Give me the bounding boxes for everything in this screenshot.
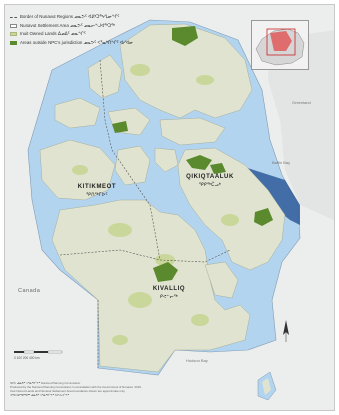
region-label-qikiqtaaluk: QIKIQTAALUK ᕿᑭᖅᑖᓗᒃ xyxy=(178,174,242,188)
legend-row-mpa: Areas outside NPC's jurisdiction ᓄᓇᕗᑦ ᐸᕐ… xyxy=(10,39,160,48)
settlement-swatch xyxy=(10,23,17,28)
scale-bar-graphic xyxy=(14,350,63,354)
region-syllabics: ᕿᑭᖅᑖᓗᒃ xyxy=(198,182,222,187)
credit-line: Inuit Owned Lands and Nunavut Settlement… xyxy=(10,389,126,393)
region-label-kitikmeot: KITIKMEOT ᕿᑎᖅᒥᐅᑦ xyxy=(68,184,126,198)
credit-line: Produced by the Nunavut Planning Commiss… xyxy=(10,385,142,389)
region-borders xyxy=(59,59,231,368)
devon-island xyxy=(159,117,226,146)
baffin-island xyxy=(177,147,286,271)
parry-islands xyxy=(54,97,101,129)
scale-bar: 0 100 200 400 km xyxy=(14,356,40,360)
legend-label: Border of Nunavut Regions ᓄᓇᕗᑦ ᐊᕕᒃᑐᖅᓯᒪᓂᖏ… xyxy=(20,14,120,20)
sea-label-b: Hudson Bay xyxy=(186,358,208,363)
credit-line: NPC ᓄᓇᕗᑦ ᐸᕐᓇᒃᑎᖏᑦ Nunavut Planning Commis… xyxy=(10,381,81,385)
belcher-islands xyxy=(262,378,271,395)
north-arrow-icon xyxy=(283,320,289,342)
region-syllabics: ᑭᕙᓪᓕᖅ xyxy=(160,294,178,299)
legend-label: Nunavut Settlement Area ᓄᓇᕗᑦ ᓄᓇᓕᖕᒍᐊᖅᑐᖅ xyxy=(20,22,115,28)
legend-row-inuit: Inuit Owned Lands ᐃᓄᐃᑦ ᓄᓇᖏᑦ xyxy=(10,30,160,39)
country-label-canada: Canada xyxy=(18,288,41,294)
legend-label: Areas outside NPC's jurisdiction ᓄᓇᕗᑦ ᐸᕐ… xyxy=(20,39,133,45)
region-name: KITIKMEOT xyxy=(77,184,117,190)
inuit-lands-swatch xyxy=(10,32,17,37)
scale-label: 0 100 200 400 km xyxy=(14,356,40,360)
credit-line: ᐊᒃᑐᐊᓂᖃᖅᑐᖅ ᓄᓇᕗᑦ ᐸᕐᓇᒃᑎᖏᑦ ᐱᓕᕆᐊᖏᑦ xyxy=(10,393,69,397)
legend: Border of Nunavut Regions ᓄᓇᕗᑦ ᐊᕕᒃᑐᖅᓯᒪᓂᖏ… xyxy=(10,13,160,47)
legend-row-border: Border of Nunavut Regions ᓄᓇᕗᑦ ᐊᕕᒃᑐᖅᓯᒪᓂᖏ… xyxy=(10,13,160,22)
outside-jurisdiction-areas xyxy=(112,26,273,282)
border-swatch xyxy=(10,16,17,18)
sea-label-a: Baffin Bay xyxy=(272,160,291,165)
map-credits: NPC ᓄᓇᕗᑦ ᐸᕐᓇᒃᑎᖏᑦ Nunavut Planning Commis… xyxy=(10,381,240,397)
axel-heiberg-island xyxy=(87,54,123,99)
prince-of-wales-island xyxy=(114,145,151,186)
somerset-island xyxy=(154,147,179,173)
inset-locator-map xyxy=(251,20,309,70)
region-label-greenland: Greenland xyxy=(292,100,311,105)
region-syllabics: ᕿᑎᖅᒥᐅᑦ xyxy=(86,192,108,197)
region-name: QIKIQTAALUK xyxy=(186,174,234,180)
map-frame xyxy=(4,4,335,411)
mainland xyxy=(51,199,251,373)
inset-canada-shape xyxy=(255,28,305,66)
legend-row-settlement: Nunavut Settlement Area ᓄᓇᕗᑦ ᓄᓇᓕᖕᒍᐊᖅᑐᖅ xyxy=(10,22,160,31)
legend-label: Inuit Owned Lands ᐃᓄᐃᑦ ᓄᓇᖏᑦ xyxy=(20,31,86,37)
southampton-island xyxy=(204,261,239,299)
region-label-kivalliq: KIVALLIQ ᑭᕙᓪᓕᖅ xyxy=(146,286,192,300)
greenland-land xyxy=(268,30,334,220)
region-name: KIVALLIQ xyxy=(152,286,186,292)
outside-jurisdiction-swatch xyxy=(10,40,17,45)
